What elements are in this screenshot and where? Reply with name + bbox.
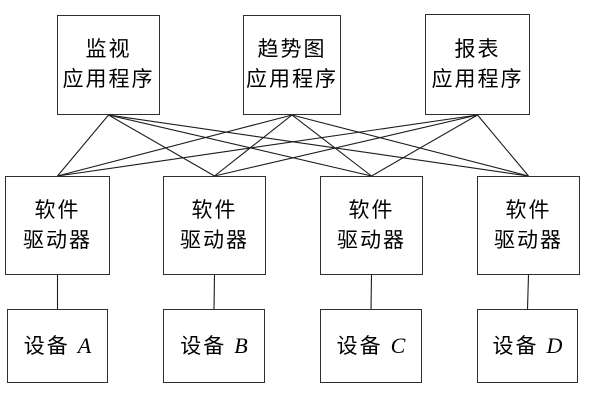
device-box-c-label: 设备 [336, 334, 383, 359]
driver-box-4: 软件 驱动器 [477, 176, 580, 275]
driver-box-2-label-line1: 软件 [191, 197, 238, 222]
device-box-b-label: 设备 [180, 334, 227, 359]
driver-box-2-label-line2: 驱动器 [180, 227, 249, 252]
device-box-a: 设备 A [7, 309, 108, 383]
device-box-d-label: 设备 [492, 334, 539, 359]
driver-box-3-label-line1: 软件 [348, 197, 395, 222]
app-box-report: 报表 应用程序 [425, 14, 530, 115]
device-box-c-letter: C [390, 333, 406, 359]
device-box-a-label: 设备 [23, 334, 70, 359]
driver-box-1: 软件 驱动器 [5, 176, 110, 275]
app-box-monitor-label-line2: 应用程序 [62, 67, 155, 91]
driver-box-3-label-line2: 驱动器 [337, 227, 406, 252]
driver-box-2: 软件 驱动器 [163, 176, 266, 275]
device-box-d: 设备 D [477, 309, 578, 383]
driver-box-1-label-line1: 软件 [34, 197, 81, 222]
driver-box-4-label-line1: 软件 [505, 197, 552, 222]
app-box-monitor-label-line1: 监视 [85, 37, 132, 62]
device-box-b: 设备 B [163, 309, 265, 383]
device-box-b-letter: B [234, 333, 248, 359]
app-box-trend-chart-label-line2: 应用程序 [246, 67, 338, 91]
app-box-report-label-line2: 应用程序 [431, 66, 524, 91]
app-box-report-label-line1: 报表 [454, 36, 501, 61]
app-box-monitor: 监视 应用程序 [57, 15, 160, 115]
app-box-trend-chart-label-line1: 趋势图 [257, 37, 327, 62]
device-box-a-letter: A [77, 333, 92, 359]
device-box-c: 设备 C [320, 309, 422, 383]
device-box-d-letter: D [546, 333, 563, 359]
driver-box-1-label-line2: 驱动器 [23, 227, 92, 252]
driver-box-4-label-line2: 驱动器 [494, 227, 563, 252]
app-box-trend-chart: 趋势图 应用程序 [243, 15, 341, 115]
driver-box-3: 软件 驱动器 [320, 176, 423, 275]
